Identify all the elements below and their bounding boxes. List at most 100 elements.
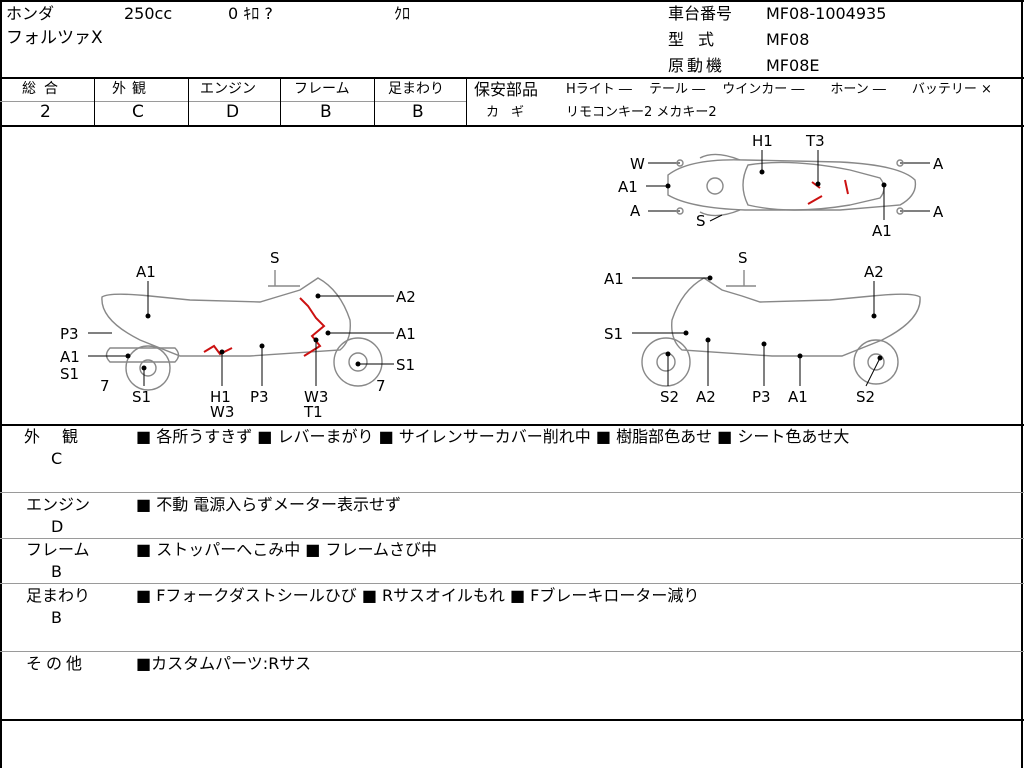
left-front-hub bbox=[348, 352, 368, 372]
diagram-divider bbox=[0, 424, 1024, 426]
part-label: A1 bbox=[618, 178, 638, 196]
remark-frame-label: フレーム bbox=[26, 540, 90, 559]
left-front-wheel bbox=[333, 337, 383, 387]
grade-col-sep bbox=[466, 78, 467, 126]
part-label: S1 bbox=[60, 365, 79, 383]
safety-parts: Hライト ― テール ― ウインカー ― ホーン ― バッテリー × bbox=[566, 82, 992, 97]
part-label: T3 bbox=[805, 132, 825, 150]
top-view-headlight bbox=[706, 177, 724, 195]
remarks-divider bbox=[0, 492, 1024, 493]
part-label: S1 bbox=[132, 388, 151, 406]
part-label: A1 bbox=[788, 388, 808, 406]
part-label: A1 bbox=[136, 263, 156, 281]
callout-dot bbox=[325, 330, 331, 336]
part-label: A2 bbox=[396, 288, 416, 306]
part-label: A1 bbox=[872, 222, 892, 240]
top-view-bars bbox=[699, 153, 741, 217]
part-label: A1 bbox=[604, 270, 624, 288]
grade-engine-value: D bbox=[226, 102, 240, 122]
leader-line bbox=[709, 214, 723, 222]
grade-frame-label: フレーム bbox=[294, 81, 350, 97]
callout-dot bbox=[145, 313, 151, 319]
grade-col-sep bbox=[280, 78, 281, 126]
callout-dot bbox=[665, 351, 671, 357]
grades-row-divider bbox=[0, 101, 467, 102]
header-divider bbox=[0, 77, 1024, 79]
top-view-seat bbox=[742, 161, 885, 211]
safety-parts-label: 保安部品 bbox=[474, 80, 539, 99]
right-rear-hub bbox=[867, 353, 885, 371]
remarks-bottom bbox=[0, 719, 1024, 721]
keys-value: リモコンキー2 メカキー2 bbox=[566, 105, 717, 120]
part-label: 7 bbox=[376, 377, 386, 395]
part-label: S bbox=[270, 249, 280, 267]
grade-col-sep bbox=[374, 78, 375, 126]
part-label: S2 bbox=[660, 388, 679, 406]
border-top bbox=[0, 0, 1024, 2]
callout-dot bbox=[313, 337, 319, 343]
color: ｸﾛ bbox=[394, 4, 411, 23]
left-damage bbox=[203, 297, 326, 357]
callout-dot bbox=[665, 183, 671, 189]
grade-col-sep bbox=[188, 78, 189, 126]
remark-engine-label: エンジン bbox=[26, 495, 91, 514]
mirror-icon bbox=[676, 207, 684, 215]
remark-suspension-grade: B bbox=[51, 608, 62, 627]
grade-frame-value: B bbox=[320, 102, 332, 122]
frame-number-label: 車台番号 bbox=[668, 4, 733, 23]
callout-dot bbox=[259, 343, 265, 349]
top-view-damage bbox=[807, 179, 849, 205]
grade-total-value: 2 bbox=[40, 102, 51, 122]
displacement: 250cc bbox=[124, 4, 173, 23]
grade-engine-label: エンジン bbox=[200, 81, 256, 97]
mileage: 0 ｷﾛ ? bbox=[228, 4, 273, 23]
right-mirror bbox=[726, 270, 756, 287]
remarks-divider bbox=[0, 583, 1024, 584]
keys-label: カギ bbox=[486, 105, 537, 120]
callout-dot bbox=[705, 337, 711, 343]
callout-dot bbox=[815, 181, 821, 187]
grade-suspension-label: 足まわり bbox=[388, 81, 444, 97]
grade-total-label: 総合 bbox=[22, 81, 66, 97]
grade-exterior-label: 外観 bbox=[112, 81, 152, 97]
part-label: W bbox=[630, 155, 645, 173]
left-view-body bbox=[101, 277, 351, 357]
left-rear-hub bbox=[139, 359, 157, 377]
callout-dot bbox=[871, 313, 877, 319]
border-right bbox=[1021, 0, 1023, 768]
remark-frame-grade: B bbox=[51, 562, 62, 581]
callout-dot bbox=[707, 275, 713, 281]
part-label: H1 bbox=[752, 132, 773, 150]
frame-number: MF08-1004935 bbox=[766, 4, 887, 23]
grade-col-sep bbox=[94, 78, 95, 126]
right-front-hub bbox=[656, 352, 676, 372]
part-label: S2 bbox=[856, 388, 875, 406]
mirror-icon bbox=[676, 159, 684, 167]
remark-exterior-text: ■ 各所うすきず ■ レバーまがり ■ サイレンサーカバー削れ中 ■ 樹脂部色あ… bbox=[136, 427, 850, 446]
remark-other-label: その他 bbox=[26, 654, 87, 673]
remark-other-text: ■カスタムパーツ:Rサス bbox=[136, 654, 311, 673]
mirror-icon bbox=[896, 159, 904, 167]
part-label: P3 bbox=[60, 325, 79, 343]
part-label: A1 bbox=[396, 325, 416, 343]
callout-dot bbox=[141, 365, 147, 371]
part-label: W3 bbox=[304, 388, 328, 406]
remark-exterior-grade: C bbox=[51, 449, 63, 468]
type-label: 型式 bbox=[668, 30, 729, 49]
maker: ホンダ bbox=[6, 4, 55, 23]
part-label: P3 bbox=[250, 388, 269, 406]
remark-exterior-label: 外観 bbox=[24, 427, 101, 446]
part-label: 7 bbox=[100, 377, 110, 395]
callout-dot bbox=[125, 353, 131, 359]
remark-suspension-text: ■ Fフォークダストシールひび ■ Rサスオイルもれ ■ Fブレーキローター減り bbox=[136, 586, 700, 605]
part-label: A2 bbox=[696, 388, 716, 406]
part-label: A bbox=[933, 203, 944, 221]
engine-value: MF08E bbox=[766, 56, 820, 75]
grade-suspension-value: B bbox=[412, 102, 424, 122]
leader-line bbox=[865, 357, 881, 387]
callout-dot bbox=[315, 293, 321, 299]
right-front-wheel bbox=[641, 337, 691, 387]
callout-dot bbox=[881, 182, 887, 188]
top-view-body bbox=[667, 159, 917, 211]
